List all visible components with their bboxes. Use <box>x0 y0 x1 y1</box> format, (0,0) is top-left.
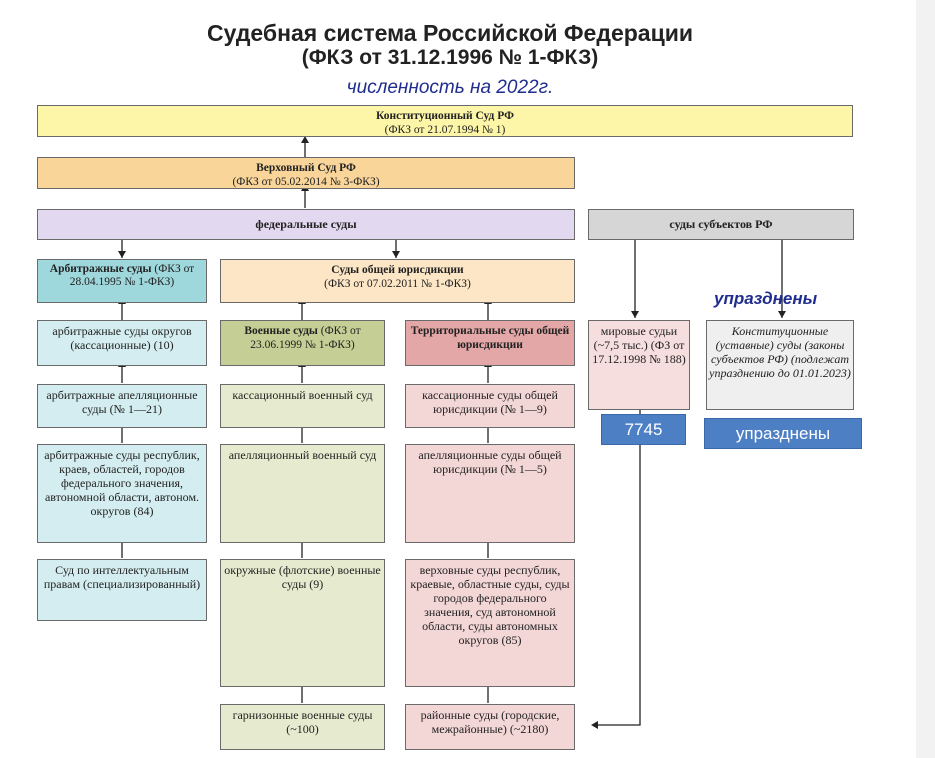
supreme-court-name: Верховный Суд РФ <box>256 162 356 174</box>
arbitrage-courts-law: (ФКЗ от 28.04.1995 № 1-ФКЗ) <box>69 263 195 288</box>
arbitrage-appeal-courts: арбитражные апелляционные суды (№ 1—21) <box>37 384 207 428</box>
general-jurisdiction-courts: Суды общей юрисдикции (ФКЗ от 07.02.2011… <box>220 259 575 303</box>
diagram-subtitle: численность на 2022г. <box>346 77 554 98</box>
subject-courts: суды субъектов РФ <box>588 209 854 240</box>
diagram-title: Судебная система Российской Федерации <box>206 20 693 46</box>
military-courts-law: (ФКЗ от 23.06.1999 № 1-ФКЗ) <box>250 325 361 351</box>
magistrates-box: мировые судьи (~7,5 тыс.) (ФЗ от 17.12.1… <box>588 320 690 410</box>
intellectual-property-court: Суд по интеллектуальным правам (специали… <box>37 559 207 621</box>
constitutional-subject-courts: Конституционные (уставные) суды (законы … <box>706 320 854 410</box>
right-scrollbar-area <box>916 0 935 758</box>
military-cassation-court: кассационный военный суд <box>220 384 385 428</box>
constitutional-court: Конституционный Суд РФ (ФКЗ от 21.07.199… <box>37 105 853 137</box>
arbitrage-cassation-courts: арбитражные суды округов (кассационные) … <box>37 320 207 366</box>
territorial-courts: Территориальные суды общей юрисдикции <box>405 320 575 366</box>
constitutional-court-law: (ФКЗ от 21.07.1994 № 1) <box>384 124 506 136</box>
general-jurisdiction-law: (ФКЗ от 07.02.2011 № 1-ФКЗ) <box>324 278 471 290</box>
supreme-court: Верховный Суд РФ (ФКЗ от 05.02.2014 № 3-… <box>37 157 575 189</box>
abolished-tag: упразднены <box>704 418 862 449</box>
territorial-appeal-courts: апелляционные суды общей юрисдикции (№ 1… <box>405 444 575 543</box>
military-appeal-court: апелляционный военный суд <box>220 444 385 543</box>
territorial-district-courts: районные суды (городские, межрайонные) (… <box>405 704 575 750</box>
military-courts-name: Военные суды <box>244 325 318 337</box>
military-courts: Военные суды (ФКЗ от 23.06.1999 № 1-ФКЗ) <box>220 320 385 366</box>
arbitrage-courts-name: Арбитражные суды <box>49 263 152 275</box>
federal-courts: федеральные суды <box>37 209 575 240</box>
territorial-cassation-courts: кассационные суды общей юрисдикции (№ 1—… <box>405 384 575 428</box>
territorial-regional-courts: верховные суды республик, краевые, облас… <box>405 559 575 687</box>
arbitrage-courts: Арбитражные суды (ФКЗ от 28.04.1995 № 1-… <box>37 259 207 303</box>
magistrates-count-tag: 7745 <box>601 414 686 445</box>
military-garrison-courts: гарнизонные военные суды (~100) <box>220 704 385 750</box>
general-jurisdiction-name: Суды общей юрисдикции <box>331 264 464 276</box>
diagram-title-law: (ФКЗ от 31.12.1996 № 1-ФКЗ) <box>301 46 599 69</box>
military-district-courts: окружные (флотские) военные суды (9) <box>220 559 385 687</box>
constitutional-court-name: Конституционный Суд РФ <box>376 110 514 122</box>
arbitrage-regional-courts: арбитражные суды республик, краев, облас… <box>37 444 207 543</box>
abolished-label: упразднены <box>714 289 818 308</box>
supreme-court-law: (ФКЗ от 05.02.2014 № 3-ФКЗ) <box>232 176 380 188</box>
